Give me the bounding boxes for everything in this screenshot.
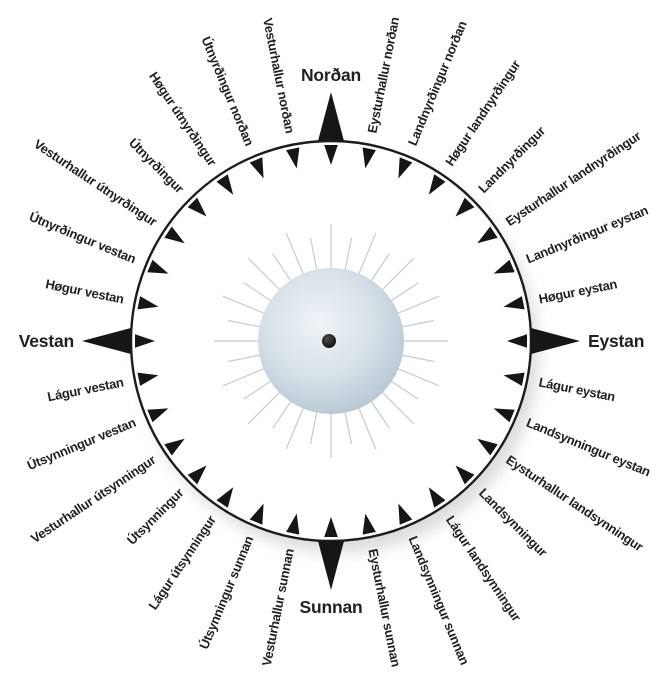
direction-marker-arrow-icon (286, 147, 300, 169)
direction-marker-arrow-icon (455, 465, 475, 485)
direction-marker-arrow-icon (147, 259, 169, 274)
direction-marker-arrow-icon (428, 487, 446, 508)
direction-marker-arrow-icon (398, 157, 413, 179)
cardinal-direction-label: Norðan (300, 65, 362, 85)
direction-marker-arrow-icon (507, 334, 527, 348)
direction-marker-arrow-icon (503, 372, 525, 386)
direction-marker-arrow-icon (216, 174, 234, 195)
direction-marker-arrow-icon (362, 513, 376, 535)
cardinal-arrow-icon (318, 541, 344, 590)
direction-marker-arrow-icon (249, 503, 264, 525)
direction-marker-arrow-icon (164, 226, 185, 244)
direction-marker-arrow-icon (286, 513, 300, 535)
direction-marker-arrow-icon (187, 465, 207, 485)
direction-marker-arrow-icon (216, 487, 234, 508)
direction-marker-arrow-icon (398, 503, 413, 525)
direction-marker-arrow-icon (477, 226, 498, 244)
direction-marker-arrow-icon (137, 296, 159, 310)
cardinal-direction-label: Eystan (588, 331, 645, 351)
cardinal-arrow-icon (531, 328, 580, 354)
direction-markers (82, 92, 580, 590)
cardinal-arrow-icon (318, 92, 344, 141)
center-dot (322, 334, 336, 348)
cardinal-direction-label: Vestan (18, 331, 74, 351)
direction-marker-arrow-icon (324, 145, 338, 165)
direction-marker-arrow-icon (477, 438, 498, 456)
direction-marker-arrow-icon (493, 259, 515, 274)
direction-marker-arrow-icon (503, 296, 525, 310)
cardinal-direction-label: Sunnan (299, 597, 363, 617)
direction-marker-arrow-icon (187, 197, 207, 217)
direction-marker-arrow-icon (362, 147, 376, 169)
direction-marker-arrow-icon (137, 372, 159, 386)
direction-marker-arrow-icon (428, 174, 446, 195)
direction-marker-arrow-icon (164, 438, 185, 456)
direction-marker-arrow-icon (249, 157, 264, 179)
cardinal-arrow-icon (82, 328, 131, 354)
direction-marker-arrow-icon (147, 408, 169, 423)
direction-marker-arrow-icon (455, 197, 475, 217)
direction-marker-arrow-icon (135, 334, 155, 348)
direction-marker-arrow-icon (324, 517, 338, 537)
direction-marker-arrow-icon (493, 408, 515, 423)
